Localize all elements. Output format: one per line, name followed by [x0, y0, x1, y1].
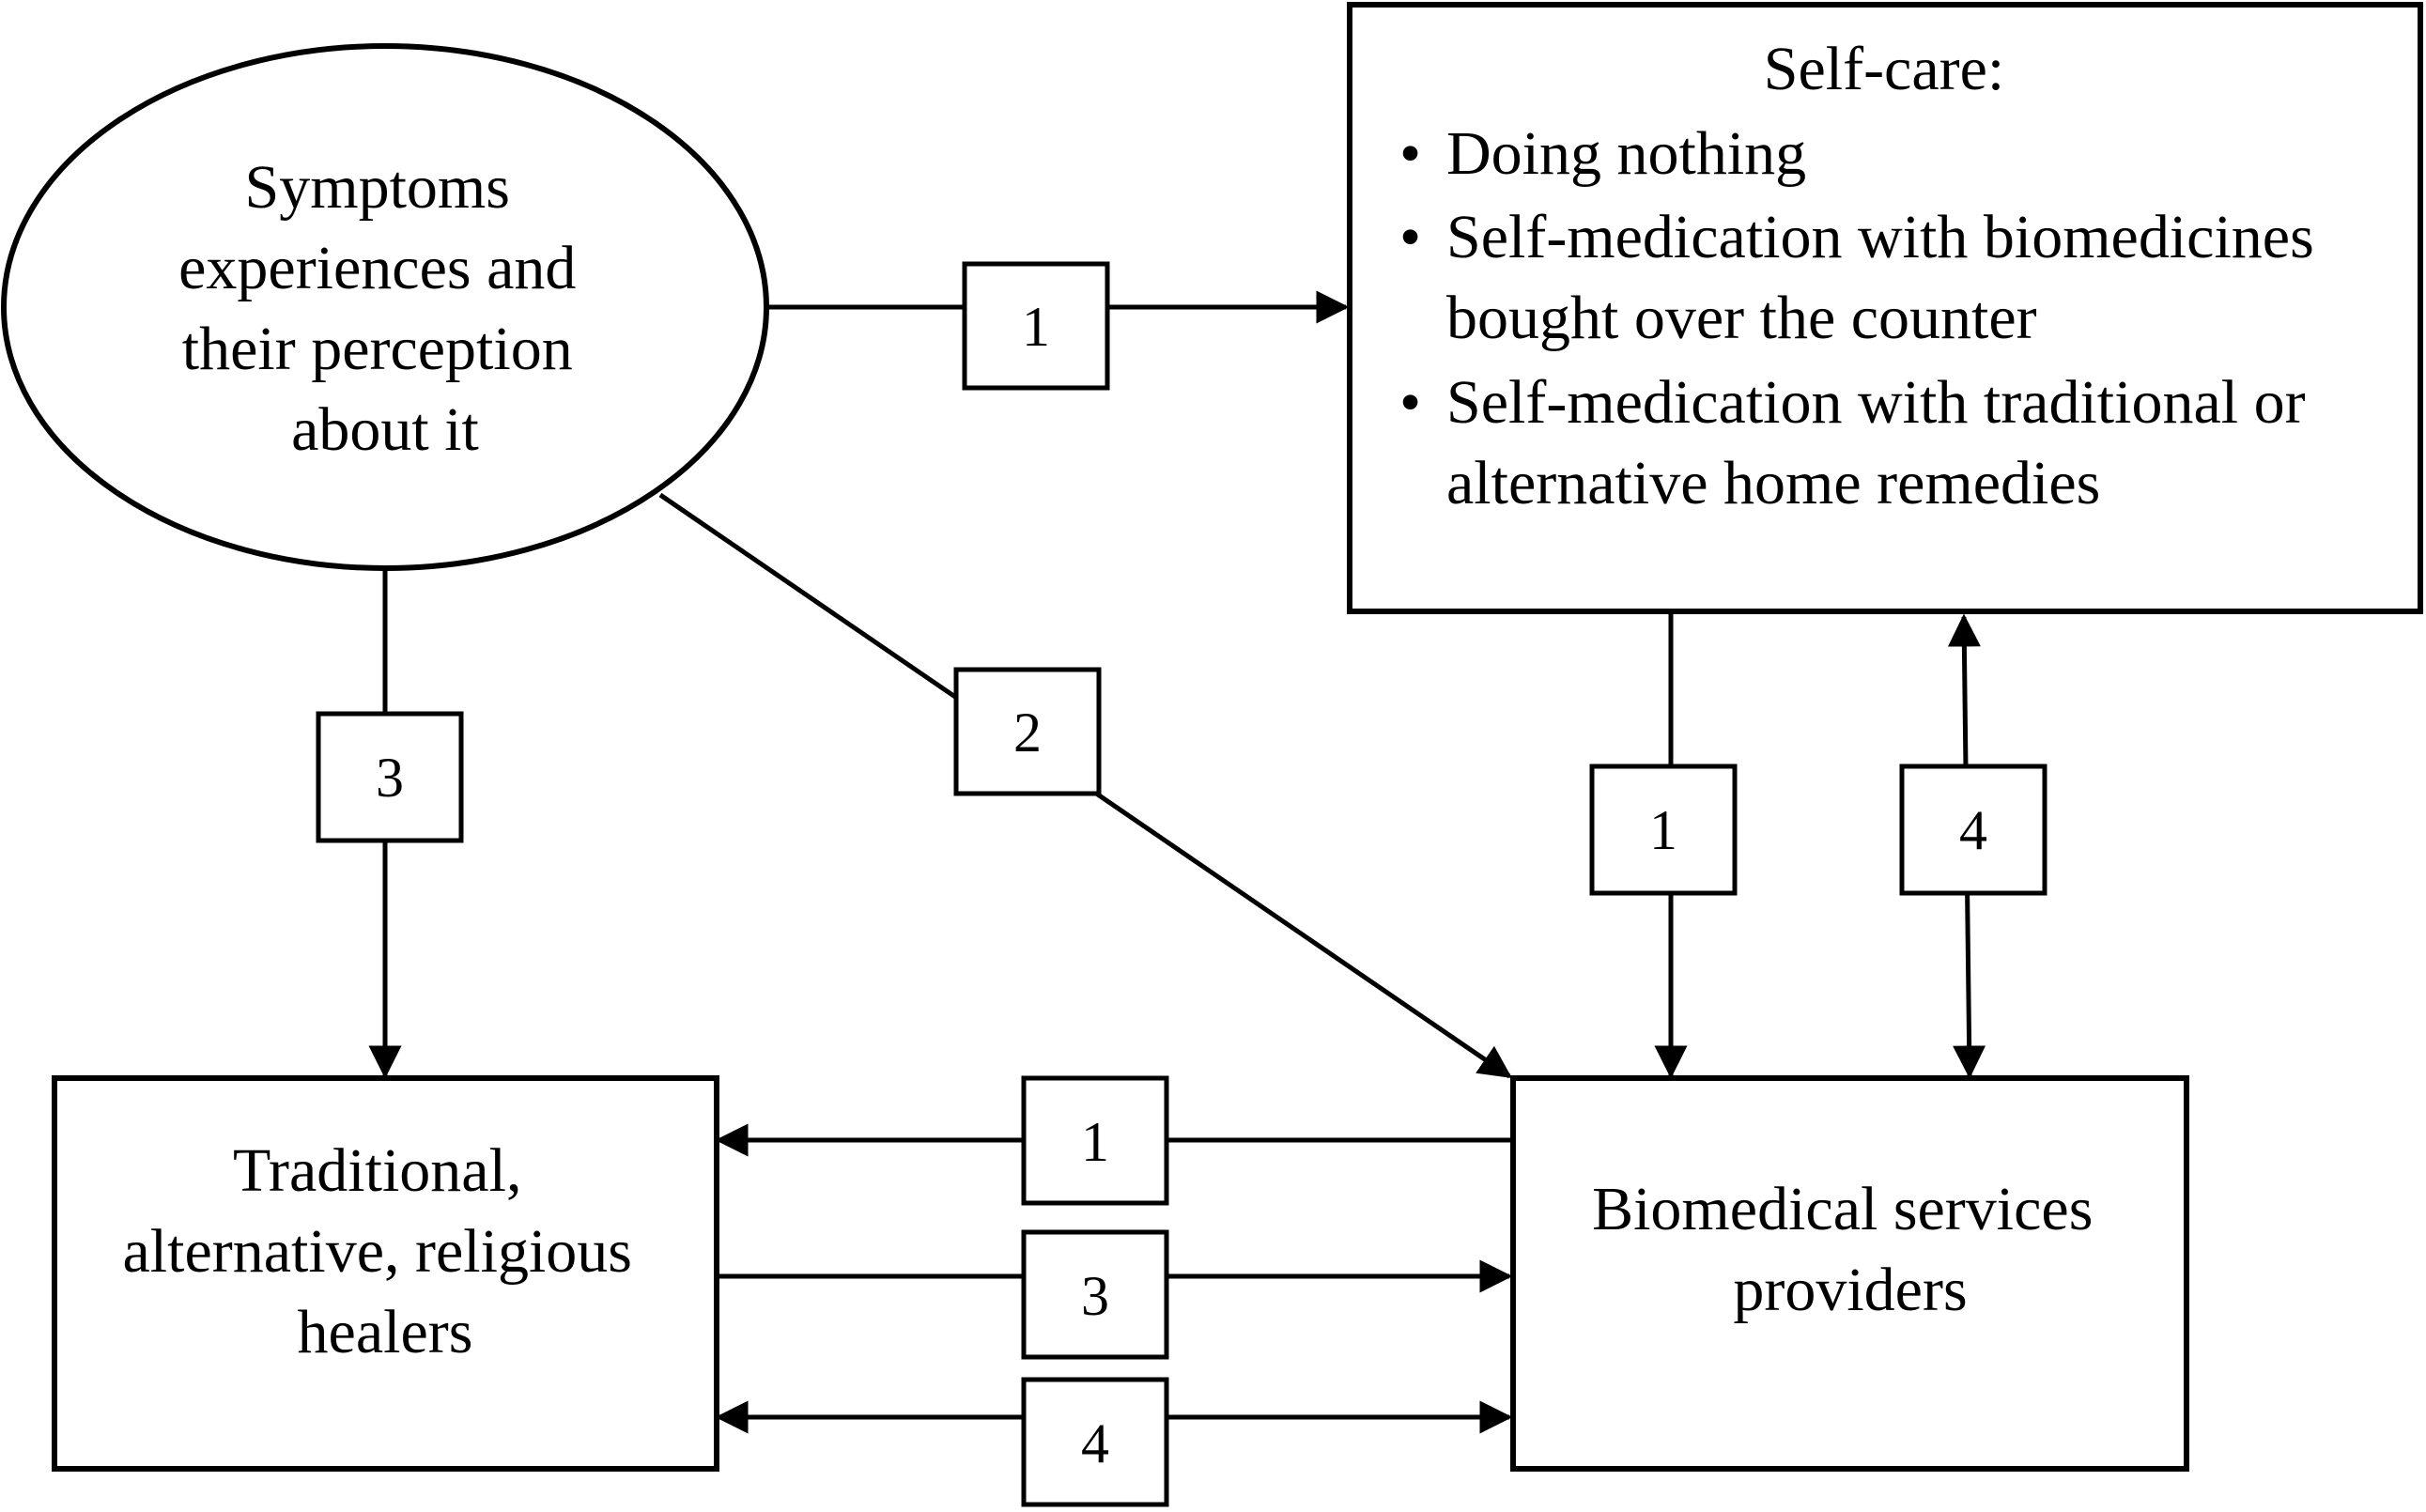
- edge-label-text: 1: [1649, 799, 1677, 861]
- healers-line: alternative, religious: [123, 1217, 632, 1286]
- biomedical-line: Biomedical services: [1592, 1175, 2093, 1243]
- edge-label-text: 1: [1081, 1111, 1109, 1173]
- edge-label-symptoms-to-selfcare: 1: [962, 261, 1110, 391]
- edge-label-selfcare-biomedical-bidirectional: 4: [1899, 764, 2047, 896]
- self-care-bullet: Self-medication with traditional or: [1446, 368, 2306, 437]
- symptoms-node: Symptoms experiences and their perceptio…: [1, 43, 769, 571]
- symptoms-line: their perception: [182, 315, 573, 383]
- biomedical-text: Biomedical services providers: [1592, 1175, 2109, 1324]
- edge-label-text: 4: [1081, 1412, 1109, 1474]
- self-care-title: Self-care:: [1764, 35, 2005, 103]
- symptoms-line: Symptoms: [245, 153, 510, 222]
- self-care-bullet: Self-medication with biomedicines: [1446, 203, 2314, 271]
- healers-line: healers: [298, 1298, 473, 1366]
- healers-text: Traditional, alternative, religious heal…: [123, 1136, 648, 1366]
- bullet-icon: •: [1399, 119, 1421, 188]
- edge-label-text: 4: [1959, 799, 1987, 861]
- edge-label-selfcare-to-biomedical: 1: [1589, 764, 1738, 896]
- symptoms-text: Symptoms experiences and their perceptio…: [178, 153, 592, 464]
- edge-label-symptoms-to-biomedical: 2: [953, 667, 1102, 796]
- biomedical-node: Biomedical services providers: [1510, 1075, 2189, 1472]
- self-care-bullet-continued: alternative home remedies: [1446, 449, 2100, 517]
- bullet-icon: •: [1399, 368, 1421, 437]
- self-care-bullet-continued: bought over the counter: [1446, 284, 2037, 352]
- symptoms-line: about it: [291, 395, 479, 464]
- edge-label-text: 3: [376, 747, 404, 809]
- edge-label-healers-to-biomedical: 3: [1021, 1229, 1169, 1360]
- edge-label-healers-biomedical-bidirectional: 4: [1021, 1377, 1169, 1507]
- edge-label-text: 2: [1013, 702, 1042, 764]
- biomedical-line: providers: [1733, 1256, 1967, 1324]
- bullet-icon: •: [1399, 203, 1421, 271]
- healers-node: Traditional, alternative, religious heal…: [52, 1075, 719, 1472]
- edge-label-text: 3: [1081, 1265, 1109, 1327]
- self-care-bullet: Doing nothing: [1446, 119, 1806, 188]
- edge-label-text: 1: [1022, 296, 1050, 358]
- healers-line: Traditional,: [233, 1136, 521, 1205]
- symptoms-line: experiences and: [178, 234, 576, 302]
- edge-label-biomedical-to-healers: 1: [1021, 1075, 1169, 1206]
- edge-label-symptoms-to-healers: 3: [316, 711, 464, 843]
- self-care-node: Self-care: • Doing nothing • Self-medica…: [1347, 2, 2423, 614]
